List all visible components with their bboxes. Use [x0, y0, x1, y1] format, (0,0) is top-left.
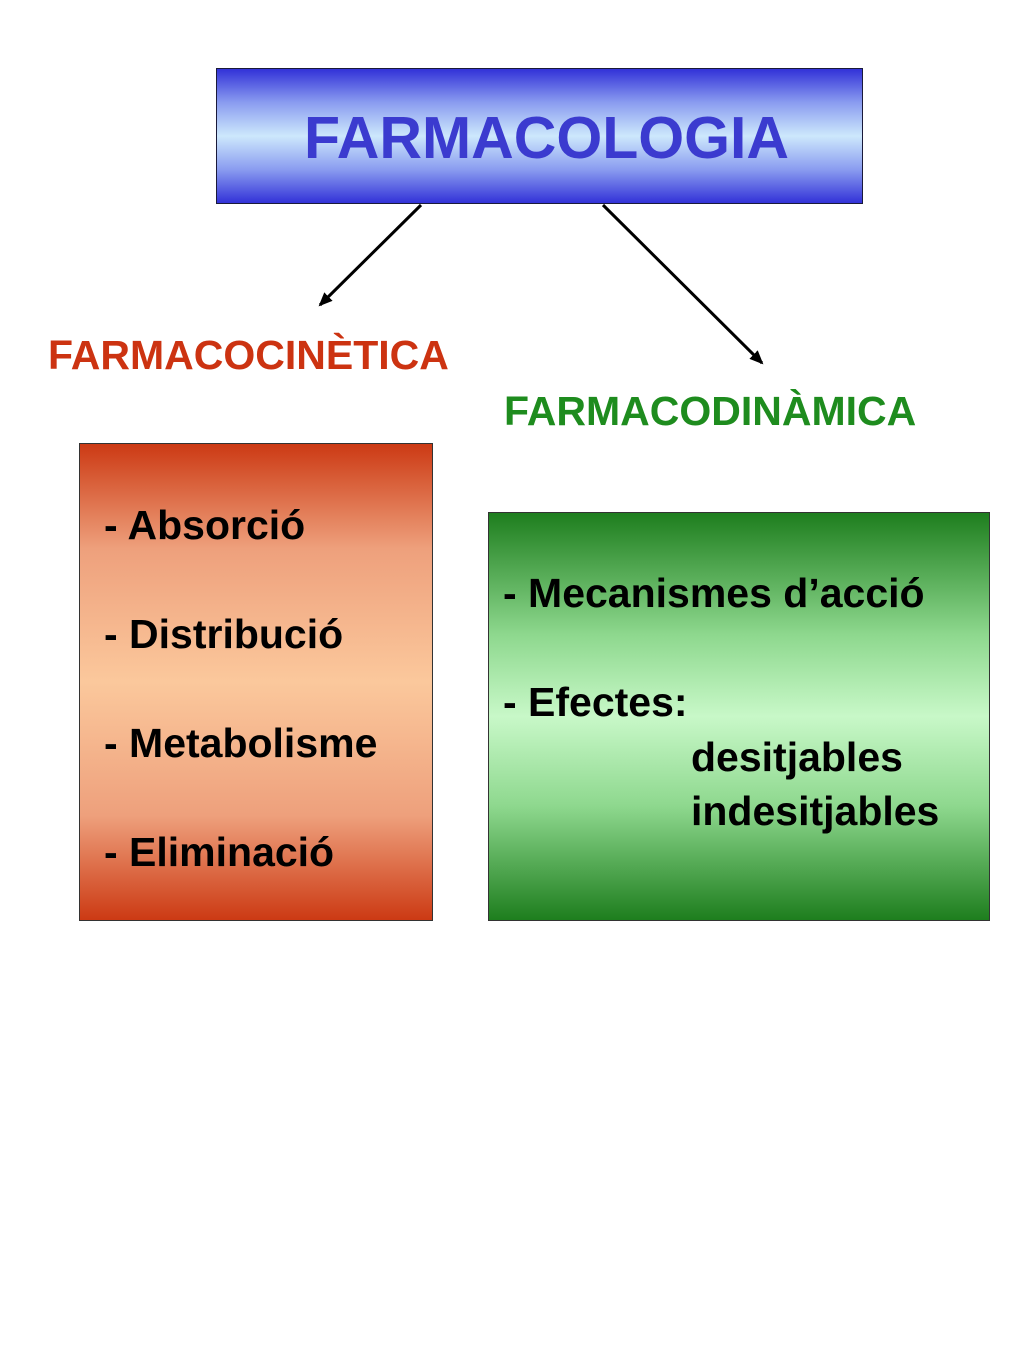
farmacocinetica-label: FARMACOCINÈTICA	[48, 332, 449, 378]
farmacocinetica-box	[79, 443, 433, 921]
item-desitjables: desitjables	[691, 734, 903, 780]
item-absorcio: - Absorció	[104, 502, 306, 548]
item-metabolisme: - Metabolisme	[104, 720, 378, 766]
arrow-to-farmacodinamica	[601, 203, 764, 365]
item-eliminacio: - Eliminació	[104, 829, 335, 875]
item-mecanismes: - Mecanismes d’acció	[503, 570, 925, 616]
item-efectes: - Efectes:	[503, 679, 688, 725]
farmacodinamica-label: FARMACODINÀMICA	[504, 388, 917, 434]
diagram-title: FARMACOLOGIA	[303, 105, 790, 171]
arrow-to-farmacocinetica	[318, 203, 423, 307]
farmacodinamica-box	[488, 512, 990, 921]
item-distribucio: - Distribució	[104, 611, 344, 657]
item-indesitjables: indesitjables	[691, 788, 940, 834]
title-box	[216, 68, 863, 204]
